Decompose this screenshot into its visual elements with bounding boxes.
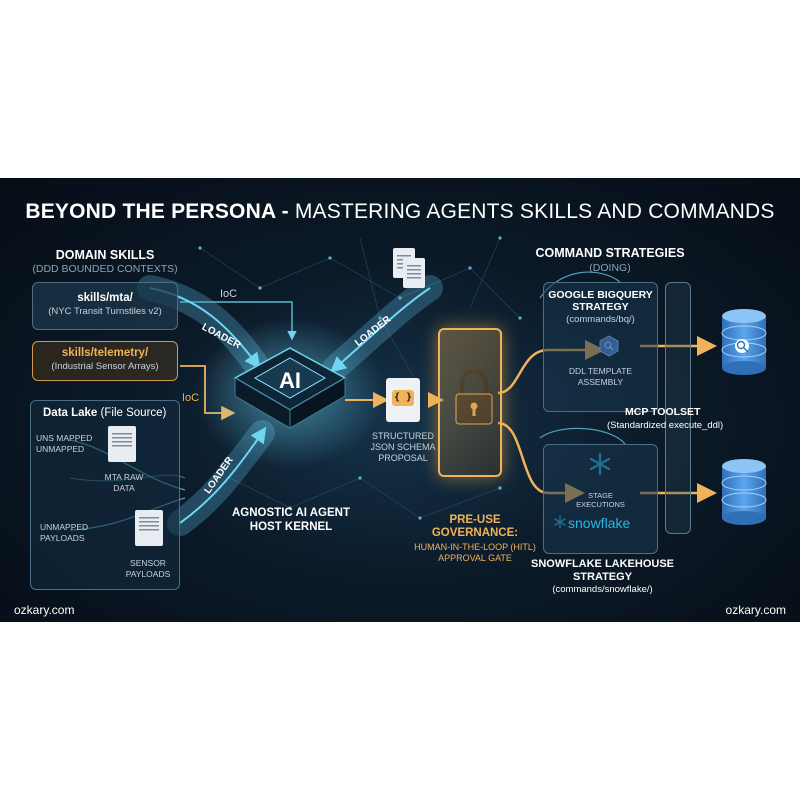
ai-chip-text: AI bbox=[279, 368, 301, 393]
domain-skills-subheader: (DDD BOUNDED CONTEXTS) bbox=[32, 263, 178, 275]
bigquery-path: (commands/bq/) bbox=[566, 314, 635, 325]
stage-executions-label: STAGE EXECUTIONS bbox=[576, 491, 625, 509]
data-lake-header: Data Lake (File Source) bbox=[43, 407, 179, 419]
uns-mapped-label: UNS MAPPED UNMAPPED bbox=[36, 433, 93, 454]
snowflake-logo-text: snowflake bbox=[568, 515, 631, 531]
mcp-toolset-rail bbox=[665, 282, 691, 534]
title-bold: BEYOND THE PERSONA - bbox=[25, 200, 289, 223]
data-lake-panel[interactable]: Data Lake (File Source) bbox=[30, 400, 180, 590]
governance-title: PRE-USE GOVERNANCE: bbox=[431, 514, 519, 539]
mcp-toolset-title: MCP TOOLSET bbox=[625, 406, 701, 418]
snowflake-path: (commands/snowflake/) bbox=[552, 584, 653, 595]
bigquery-strategy-card[interactable]: GOOGLE BIGQUERY STRATEGY (commands/bq/) bbox=[543, 282, 658, 412]
snowflake-database-icon bbox=[721, 459, 767, 525]
skill-telemetry-card[interactable]: skills/telemetry/ (Industrial Sensor Arr… bbox=[32, 341, 178, 381]
skill-telemetry-desc: (Industrial Sensor Arrays) bbox=[51, 361, 159, 372]
governance-subtitle: HUMAN-IN-THE-LOOP (HITL) APPROVAL GATE bbox=[414, 542, 536, 563]
json-braces-icon: { } bbox=[392, 390, 414, 406]
schema-label: STRUCTURED JSON SCHEMA PROPOSAL bbox=[370, 431, 436, 463]
snowflake-title: SNOWFLAKE LAKEHOUSE STRATEGY bbox=[531, 558, 674, 583]
padlock-icon bbox=[455, 369, 493, 425]
hitl-approval-gate[interactable] bbox=[438, 328, 502, 477]
bigquery-title: GOOGLE BIGQUERY STRATEGY bbox=[548, 289, 653, 313]
sensor-payloads-label: SENSOR PAYLOADS bbox=[125, 558, 171, 579]
ai-chip-icon bbox=[233, 347, 347, 429]
json-schema-document-icon: { } bbox=[386, 378, 420, 422]
ioc-label-mid: IoC bbox=[182, 392, 200, 404]
bigquery-database-icon bbox=[721, 309, 767, 375]
mta-raw-data-file-icon bbox=[108, 426, 136, 462]
ddl-template-label: DDL TEMPLATE ASSEMBLY bbox=[568, 366, 633, 387]
skill-mta-desc: (NYC Transit Turnstiles v2) bbox=[48, 306, 162, 317]
data-lake-header-bold: Data Lake bbox=[43, 407, 98, 419]
network-nodes bbox=[198, 236, 522, 520]
kernel-label: AGNOSTIC AI AGENT HOST KERNEL bbox=[232, 507, 350, 533]
skill-mta-card[interactable]: skills/mta/ (NYC Transit Turnstiles v2) bbox=[32, 282, 178, 330]
footer-left-credit: ozkary.com bbox=[14, 603, 75, 617]
command-strategies-subheader: (DOING) bbox=[589, 262, 631, 274]
document-icon bbox=[403, 258, 425, 288]
mta-raw-data-label: MTA RAW DATA bbox=[104, 472, 144, 493]
skill-mta-name: skills/mta/ bbox=[77, 292, 133, 304]
command-strategies-header: COMMAND STRATEGIES bbox=[535, 246, 685, 260]
snowflake-strategy-card[interactable]: STAGE EXECUTIONS bbox=[543, 444, 658, 554]
mcp-toolset-desc: (Standardized execute_ddl) bbox=[607, 420, 724, 431]
page-title: BEYOND THE PERSONA - MASTERING AGENTS SK… bbox=[0, 200, 800, 224]
footer-right-credit: ozkary.com bbox=[725, 603, 786, 617]
data-lake-header-rest: (File Source) bbox=[100, 407, 167, 419]
title-light: MASTERING AGENTS SKILLS AND COMMANDS bbox=[294, 200, 775, 223]
sensor-payloads-file-icon bbox=[135, 510, 163, 546]
ioc-label-top: IoC bbox=[220, 288, 238, 300]
skill-telemetry-name: skills/telemetry/ bbox=[61, 347, 149, 359]
unmapped-payloads-label: UNMAPPED PAYLOADS bbox=[40, 522, 89, 543]
diagram-canvas: BEYOND THE PERSONA - MASTERING AGENTS SK… bbox=[0, 178, 800, 622]
domain-skills-header: DOMAIN SKILLS bbox=[55, 248, 155, 262]
